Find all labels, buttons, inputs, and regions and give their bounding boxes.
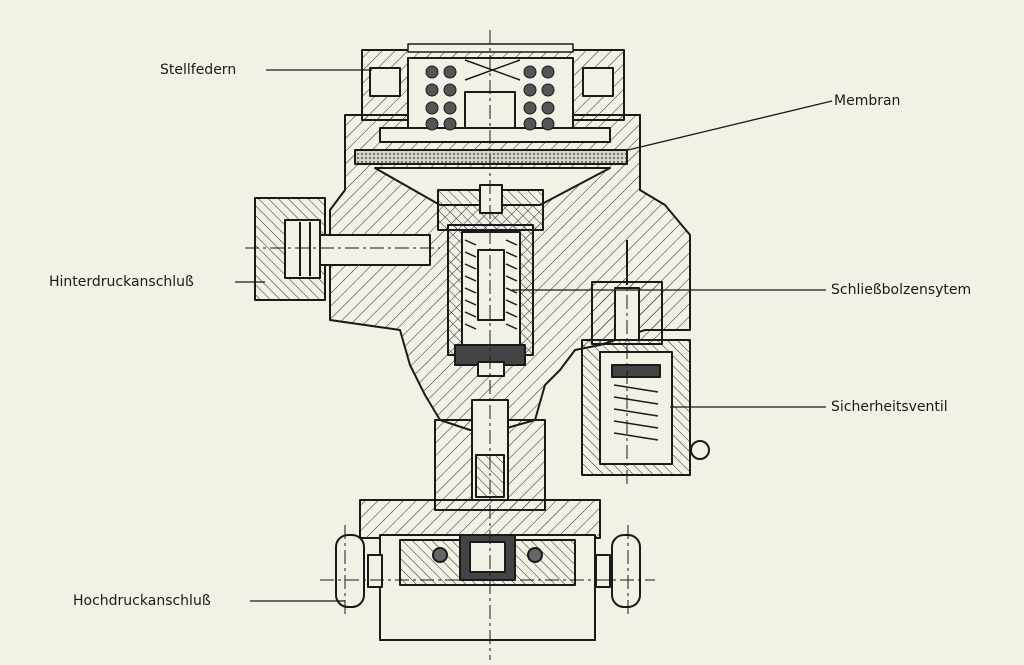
label-membran: Membran (834, 93, 901, 109)
label-stellfedern: Stellfedern (160, 62, 237, 78)
label-sicherheitsventil: Sicherheitsventil (831, 399, 948, 415)
label-schliessbolzensystem: Schließbolzensytem (831, 282, 972, 298)
leader-membran (627, 100, 833, 151)
membrane (354, 149, 628, 165)
label-hochdruck: Hochdruckanschluß (73, 593, 211, 609)
adjusting-springs (425, 65, 555, 131)
high-pressure-housing (359, 499, 601, 539)
label-hinterdruck: Hinterdruckanschluß (49, 274, 194, 290)
